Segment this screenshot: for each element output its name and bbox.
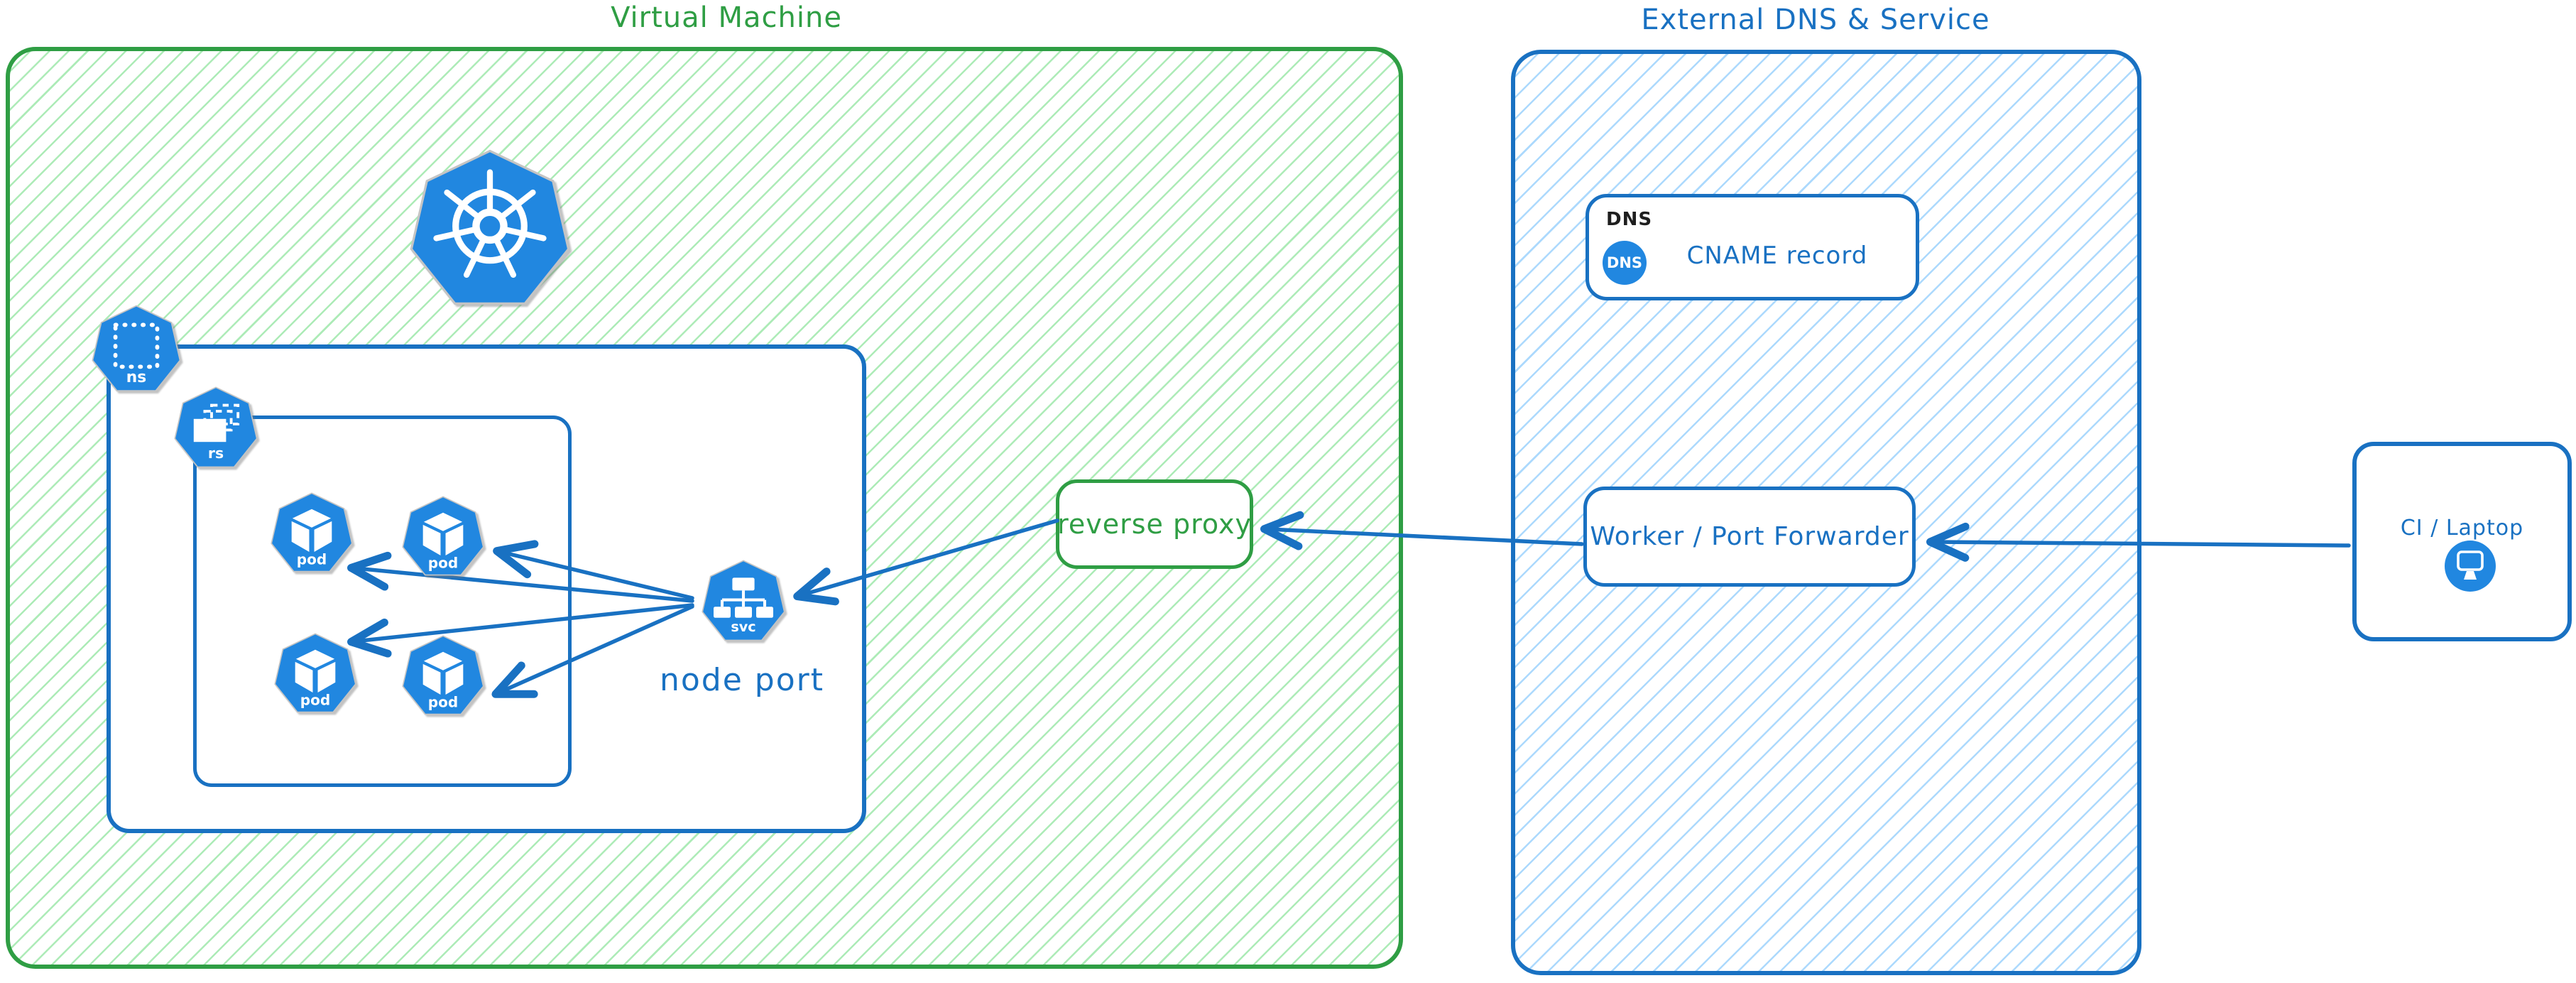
- pod-icon-label: pod: [297, 551, 327, 568]
- replicaset-icon-label: rs: [208, 445, 224, 462]
- namespace-icon: ns: [92, 305, 181, 392]
- pod-icon: pod: [271, 492, 353, 572]
- pod-icon: pod: [274, 633, 356, 713]
- pod-icon: pod: [402, 635, 484, 715]
- pod-icon-label: pod: [300, 692, 330, 709]
- kubernetes-logo-icon: [410, 149, 570, 305]
- pod-icon-label: pod: [428, 694, 458, 711]
- ci-laptop-label: CI / Laptop: [2400, 516, 2524, 541]
- pod-icon: pod: [402, 496, 484, 576]
- external-dns-service-title: External DNS & Service: [1641, 4, 1990, 36]
- service-icon: svc: [702, 560, 785, 641]
- namespace-icon-label: ns: [126, 369, 146, 386]
- service-icon-label: svc: [731, 619, 755, 635]
- replicaset-icon: rs: [174, 386, 258, 468]
- worker-port-forwarder-box: Worker / Port Forwarder: [1583, 487, 1916, 587]
- pod-icon-label: pod: [428, 555, 458, 572]
- dns-icon: DNS: [1603, 241, 1647, 285]
- reverse-proxy-box: reverse proxy: [1056, 479, 1253, 569]
- cname-record-label: CNAME record: [1686, 241, 1868, 270]
- worker-port-forwarder-label: Worker / Port Forwarder: [1590, 522, 1909, 551]
- reverse-proxy-label: reverse proxy: [1057, 509, 1252, 540]
- ci-laptop-box: CI / Laptop: [2352, 442, 2572, 641]
- monitor-icon: [2445, 541, 2496, 592]
- replicaset-box: [193, 416, 572, 787]
- dns-tag-label: DNS: [1606, 209, 1653, 230]
- virtual-machine-title: Virtual Machine: [611, 1, 842, 34]
- cname-record-box: DNS DNS CNAME record: [1586, 194, 1919, 300]
- node-port-label: node port: [660, 662, 824, 698]
- dns-icon-text: DNS: [1606, 254, 1643, 271]
